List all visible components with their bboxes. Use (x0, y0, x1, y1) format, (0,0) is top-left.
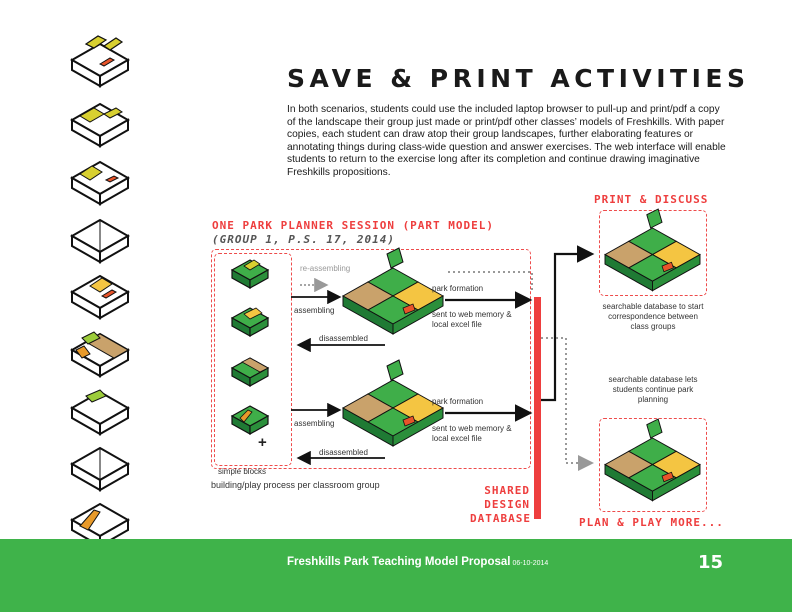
print-discuss-heading: PRINT & DISCUSS (594, 193, 709, 206)
database-bar (534, 297, 541, 519)
tile-column (71, 35, 130, 547)
block-a-icon (231, 259, 269, 289)
building-caption: building/play process per classroom grou… (211, 480, 380, 490)
tile-3-icon (71, 161, 129, 205)
tile-9-icon (71, 503, 129, 547)
intro-paragraph: In both scenarios, students could use th… (287, 104, 726, 178)
page-number: 15 (698, 552, 724, 573)
session-title: ONE PARK PLANNER SESSION (PART MODEL) (212, 219, 495, 232)
block-c-icon (231, 357, 269, 387)
tile-5-icon (71, 275, 129, 319)
park-model-1-icon (342, 247, 444, 335)
print-discuss-box (599, 210, 707, 296)
plus-sign: + (258, 434, 267, 451)
tile-6-icon (71, 331, 130, 377)
disassembled-label-2: disassembled (319, 448, 368, 457)
park-formation-label-2: park formation (432, 397, 484, 406)
footer-bar (0, 539, 792, 612)
shared-database-label: SHARED DESIGN DATABASE (470, 484, 531, 525)
tile-4-icon (71, 219, 129, 263)
footer-date: 06-10-2014 (512, 560, 549, 567)
plan-play-box (599, 418, 707, 512)
page-title: SAVE & PRINT ACTIVITIES (287, 64, 750, 93)
sent-label-2: sent to web memory & local excel file (432, 424, 512, 443)
searchable-label-1: searchable database to start corresponde… (602, 302, 704, 331)
session-subtitle: (GROUP 1, P.S. 17, 2014) (212, 233, 395, 246)
print-model-icon (604, 208, 701, 292)
assembling-label-1: assembling (294, 306, 335, 315)
play-model-icon (604, 418, 701, 502)
assembling-label-2: assembling (294, 419, 335, 428)
searchable-label-2: searchable database lets students contin… (608, 375, 698, 404)
session-box (211, 249, 531, 469)
sent-label-1: sent to web memory & local excel file (432, 310, 512, 329)
disassembled-label-1: disassembled (319, 334, 368, 343)
plan-play-heading: PLAN & PLAY MORE... (579, 516, 724, 529)
block-b-icon (231, 307, 269, 337)
park-model-2-icon (342, 359, 444, 447)
tile-1-icon (71, 35, 129, 87)
tile-2-icon (71, 103, 129, 147)
re-assembling-label: re-assembling (300, 264, 351, 273)
simple-blocks-box (214, 253, 292, 466)
tile-8-icon (71, 447, 129, 491)
simple-blocks-label: simple blocks (218, 467, 267, 476)
tile-7-icon (71, 389, 129, 435)
block-d-icon (231, 405, 269, 435)
park-formation-label-1: park formation (432, 284, 484, 293)
